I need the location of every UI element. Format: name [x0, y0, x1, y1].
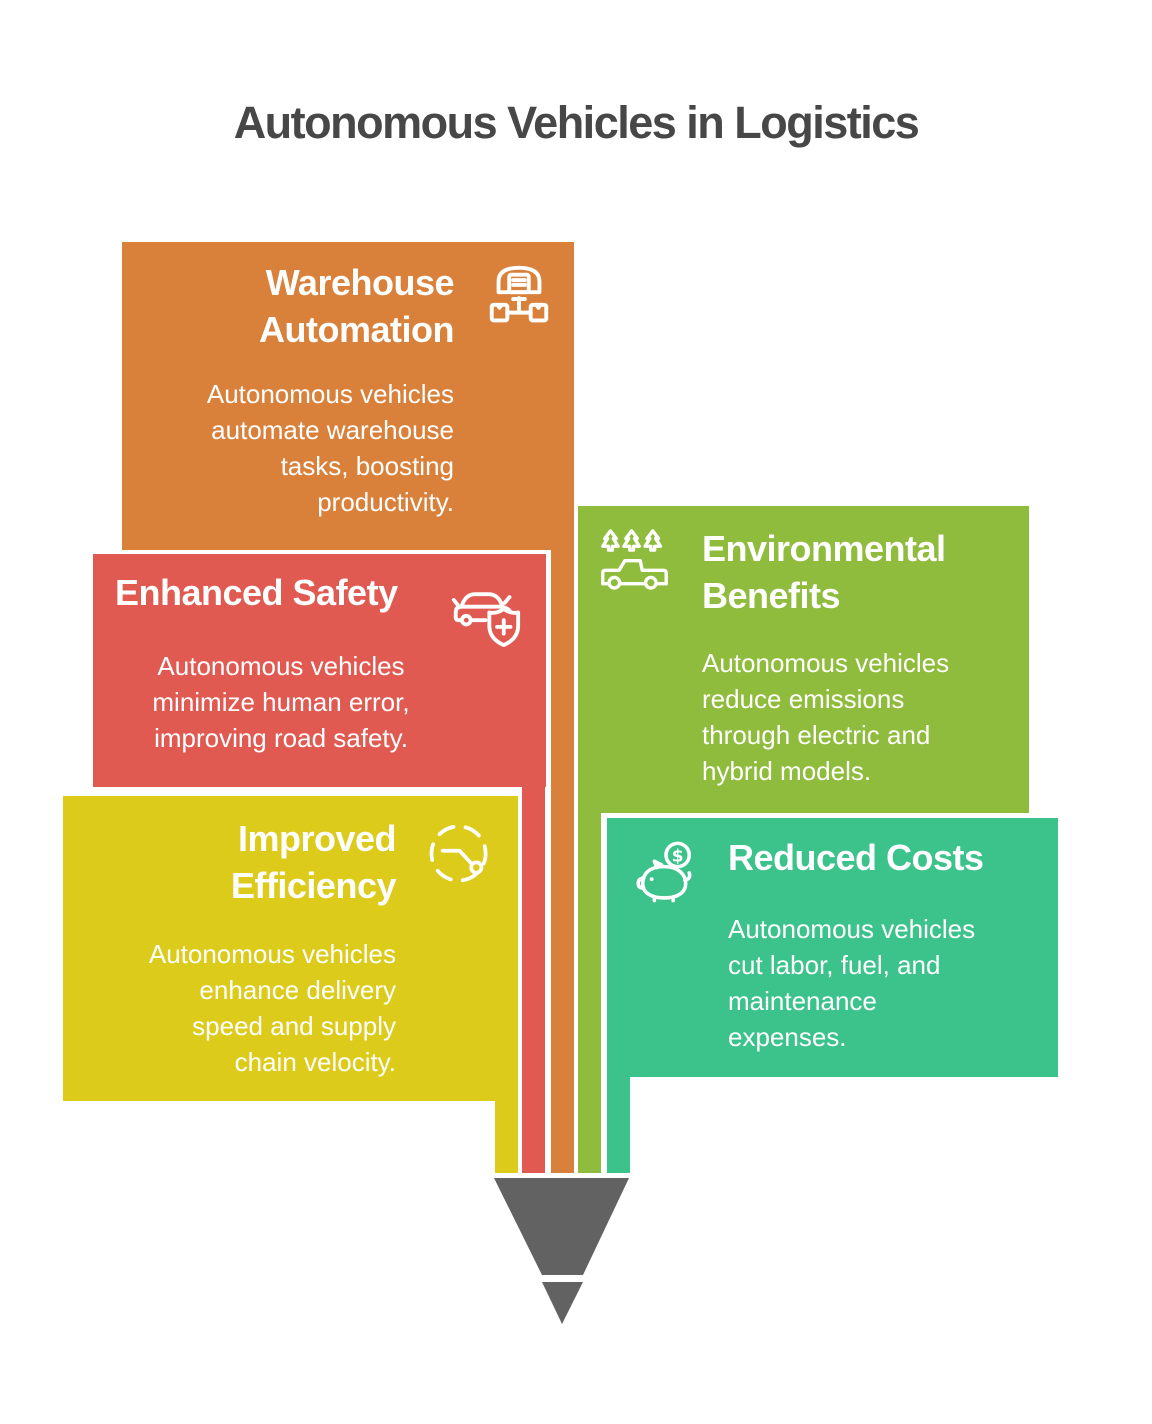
dollar-symbol: $	[672, 846, 684, 866]
body-line: tasks, boosting	[280, 451, 454, 481]
body-line: enhance delivery	[199, 975, 396, 1005]
body-line: improving road safety.	[154, 723, 408, 753]
body-line: Autonomous vehicles	[728, 914, 976, 944]
card-body: Autonomous vehicles cut labor, fuel, and…	[728, 911, 975, 1055]
body-line: productivity.	[317, 487, 454, 517]
body-line: cut labor, fuel, and	[728, 950, 941, 980]
body-line: expenses.	[728, 1022, 847, 1052]
title-line: Improved	[237, 818, 397, 859]
pencil-stripe-yellow	[495, 1099, 518, 1173]
body-line: Autonomous vehicles	[157, 651, 405, 681]
title-line: Enhanced Safety	[115, 572, 398, 613]
card-title: Environmental Benefits	[702, 525, 946, 619]
page-title: Autonomous Vehicles in Logistics	[233, 97, 920, 148]
title-line: Benefits	[702, 575, 841, 616]
card-enhanced-safety: Enhanced Safety Autonomous vehicles mini…	[93, 554, 546, 787]
body-line: automate warehouse	[211, 415, 454, 445]
card-reduced-costs: $ Reduced Costs Autonomous vehicles cut …	[607, 818, 1058, 1077]
car-safety-shield-icon	[449, 575, 522, 648]
pencil-tip	[494, 1178, 629, 1324]
pencil-stripe-green	[578, 811, 601, 1173]
body-line: reduce emissions	[702, 684, 905, 714]
body-line: Autonomous vehicles	[206, 379, 454, 409]
card-body: Autonomous vehicles automate warehouse t…	[207, 376, 454, 520]
title-line: Warehouse	[265, 262, 455, 303]
piggy-bank-icon: $	[632, 838, 700, 906]
card-body: Autonomous vehicles reduce emissions thr…	[702, 645, 949, 789]
warehouse-automation-icon	[482, 262, 556, 336]
pencil-stripe-red	[522, 785, 545, 1173]
body-line: hybrid models.	[702, 756, 872, 786]
pencil-tip-cone	[494, 1178, 629, 1275]
body-line: minimize human error,	[152, 687, 410, 717]
pencil-stripe-orange	[551, 548, 574, 1173]
title-line: Automation	[259, 309, 454, 350]
body-line: maintenance	[728, 986, 877, 1016]
body-line: chain velocity.	[234, 1047, 396, 1077]
title-line: Reduced Costs	[728, 837, 984, 878]
speed-clock-icon	[424, 818, 495, 889]
card-body: Autonomous vehicles enhance delivery spe…	[149, 936, 396, 1080]
card-improved-efficiency: Improved Efficiency Autonomous vehicles …	[63, 796, 518, 1101]
title-line: Efficiency	[230, 865, 397, 906]
pencil-tip-lead	[542, 1282, 583, 1324]
card-title: Warehouse Automation	[259, 259, 454, 353]
body-line: Autonomous vehicles	[148, 939, 396, 969]
card-title: Enhanced Safety	[115, 569, 398, 616]
pencil-stripe-teal	[607, 1075, 630, 1173]
trees-truck-icon	[598, 528, 671, 601]
card-environmental-benefits: Environmental Benefits Autonomous vehicl…	[578, 506, 1029, 813]
card-title: Reduced Costs	[728, 834, 984, 881]
body-line: Autonomous vehicles	[702, 648, 950, 678]
title-line: Environmental	[702, 528, 946, 569]
body-line: speed and supply	[192, 1011, 396, 1041]
card-title: Improved Efficiency	[230, 815, 397, 909]
card-body: Autonomous vehicles minimize human error…	[93, 648, 469, 756]
card-warehouse-automation: Warehouse Automation Autonomous vehicles…	[122, 242, 574, 550]
body-line: through electric and	[702, 720, 931, 750]
